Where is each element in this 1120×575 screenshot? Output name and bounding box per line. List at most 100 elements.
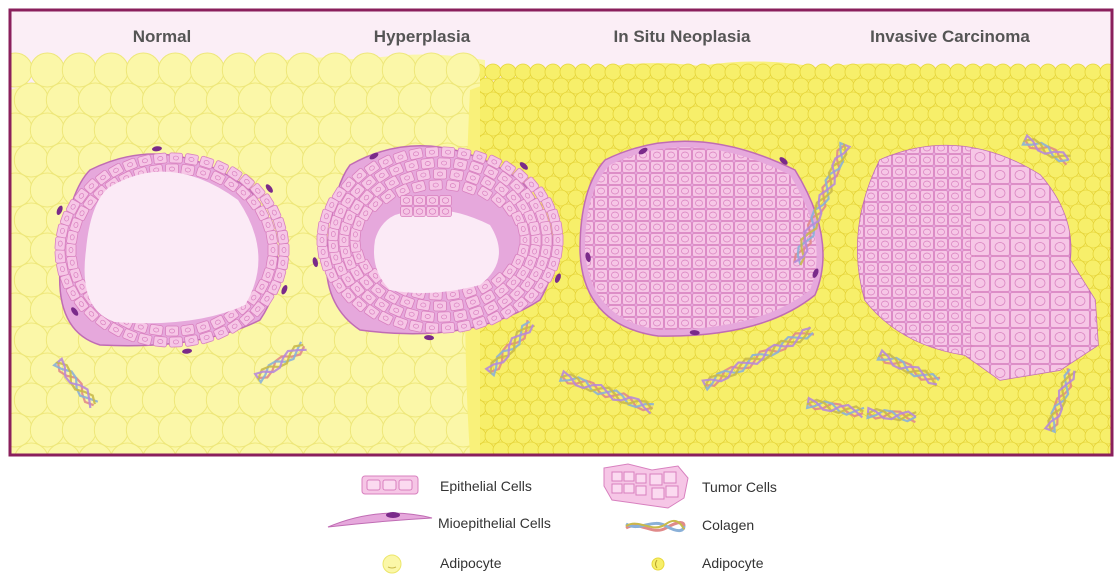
tumor-adipocyte xyxy=(1070,64,1086,80)
adipocyte xyxy=(238,143,272,177)
tumor-adipocyte xyxy=(793,106,809,122)
tumor-adipocyte xyxy=(673,358,689,374)
epithelial-cell xyxy=(735,210,748,221)
epithelial-cell xyxy=(907,299,920,310)
tumor-adipocyte xyxy=(853,386,869,402)
tumor-cell xyxy=(971,239,990,256)
adipocyte xyxy=(190,53,224,87)
tumor-adipocyte xyxy=(785,400,801,416)
tumor-adipocyte xyxy=(658,358,674,374)
adipocyte xyxy=(94,113,128,147)
epithelial-cell xyxy=(317,234,327,247)
tumor-adipocyte xyxy=(635,64,651,80)
tumor-adipocyte xyxy=(928,414,944,430)
epithelial-cell xyxy=(665,318,678,329)
epithelial-cell xyxy=(665,258,678,269)
tumor-adipocyte xyxy=(478,78,494,94)
tumor-adipocyte xyxy=(583,330,599,346)
tumor-adipocyte xyxy=(1085,232,1101,248)
adipocyte xyxy=(414,353,448,387)
tumor-adipocyte xyxy=(658,78,674,94)
tumor-adipocyte xyxy=(838,218,854,234)
epithelial-cell xyxy=(637,222,650,233)
epithelial-cell xyxy=(749,186,762,197)
adipocyte xyxy=(222,53,256,87)
epithelial-cell xyxy=(651,318,664,329)
tumor-adipocyte xyxy=(740,120,756,136)
tumor-adipocyte xyxy=(800,148,816,164)
tumor-adipocyte xyxy=(1070,148,1086,164)
tumor-adipocyte xyxy=(1078,414,1094,430)
tumor-adipocyte xyxy=(1078,246,1094,262)
tumor-adipocyte xyxy=(815,120,831,136)
tumor-adipocyte xyxy=(665,92,681,108)
tumor-adipocyte xyxy=(823,358,839,374)
tumor-adipocyte xyxy=(988,386,1004,402)
tumor-adipocyte xyxy=(1078,358,1094,374)
epithelial-cell xyxy=(735,198,748,209)
epithelial-cell xyxy=(665,210,678,221)
epithelial-cell xyxy=(749,306,762,317)
epithelial-cell xyxy=(721,174,734,185)
tumor-adipocyte xyxy=(703,106,719,122)
epithelial-cell xyxy=(865,215,878,226)
tumor-cell xyxy=(991,311,1010,328)
tumor-adipocyte xyxy=(958,414,974,430)
tumor-adipocyte xyxy=(1085,204,1101,220)
epithelial-cell xyxy=(921,251,934,262)
adipocyte xyxy=(126,353,160,387)
tumor-adipocyte xyxy=(575,120,591,136)
tumor-adipocyte xyxy=(613,358,629,374)
tumor-adipocyte xyxy=(748,414,764,430)
adipocyte xyxy=(174,383,208,417)
epithelial-cell xyxy=(791,270,804,281)
adipocyte xyxy=(30,293,64,327)
epithelial-cell xyxy=(865,263,878,274)
epithelial-cell xyxy=(416,299,431,311)
epithelial-cell xyxy=(623,270,636,281)
tumor-adipocyte xyxy=(853,302,869,318)
epithelial-cell xyxy=(449,299,464,311)
tumor-adipocyte xyxy=(665,120,681,136)
tumor-adipocyte xyxy=(553,134,569,150)
tumor-adipocyte xyxy=(703,386,719,402)
epithelial-cell xyxy=(907,251,920,262)
tumor-adipocyte xyxy=(853,330,869,346)
epithelial-cell xyxy=(893,167,906,178)
adipocyte xyxy=(158,113,192,147)
tumor-adipocyte xyxy=(500,400,516,416)
adipocyte xyxy=(366,383,400,417)
tumor-adipocyte xyxy=(508,358,524,374)
adipocyte xyxy=(382,113,416,147)
epithelial-cell xyxy=(893,299,906,310)
epithelial-cell xyxy=(865,203,878,214)
adipocyte xyxy=(14,263,48,297)
tumor-adipocyte xyxy=(823,330,839,346)
tumor-adipocyte xyxy=(650,64,666,80)
tumor-adipocyte xyxy=(770,372,786,388)
tumor-adipocyte xyxy=(635,92,651,108)
tumor-adipocyte xyxy=(980,120,996,136)
tumor-adipocyte xyxy=(695,428,711,444)
epithelial-cell xyxy=(637,282,650,293)
tumor-adipocyte xyxy=(823,218,839,234)
adipocyte xyxy=(302,83,336,117)
tumor-adipocyte xyxy=(1108,246,1120,262)
tumor-adipocyte xyxy=(928,106,944,122)
epithelial-cell xyxy=(805,258,818,269)
tumor-adipocyte xyxy=(545,456,561,472)
tumor-adipocyte xyxy=(710,400,726,416)
epithelial-cell xyxy=(693,306,706,317)
tumor-adipocyte xyxy=(568,162,584,178)
epithelial-cell xyxy=(893,239,906,250)
epithelial-cell xyxy=(707,198,720,209)
adipocyte xyxy=(0,293,32,327)
tumor-adipocyte xyxy=(598,414,614,430)
epithelial-cell xyxy=(665,294,678,305)
epithelial-cell xyxy=(949,287,962,298)
tumor-adipocyte xyxy=(1078,134,1094,150)
tumor-adipocyte xyxy=(643,414,659,430)
epithelial-cell xyxy=(777,246,790,257)
tumor-adipocyte xyxy=(1108,330,1120,346)
tumor-adipocyte xyxy=(605,92,621,108)
